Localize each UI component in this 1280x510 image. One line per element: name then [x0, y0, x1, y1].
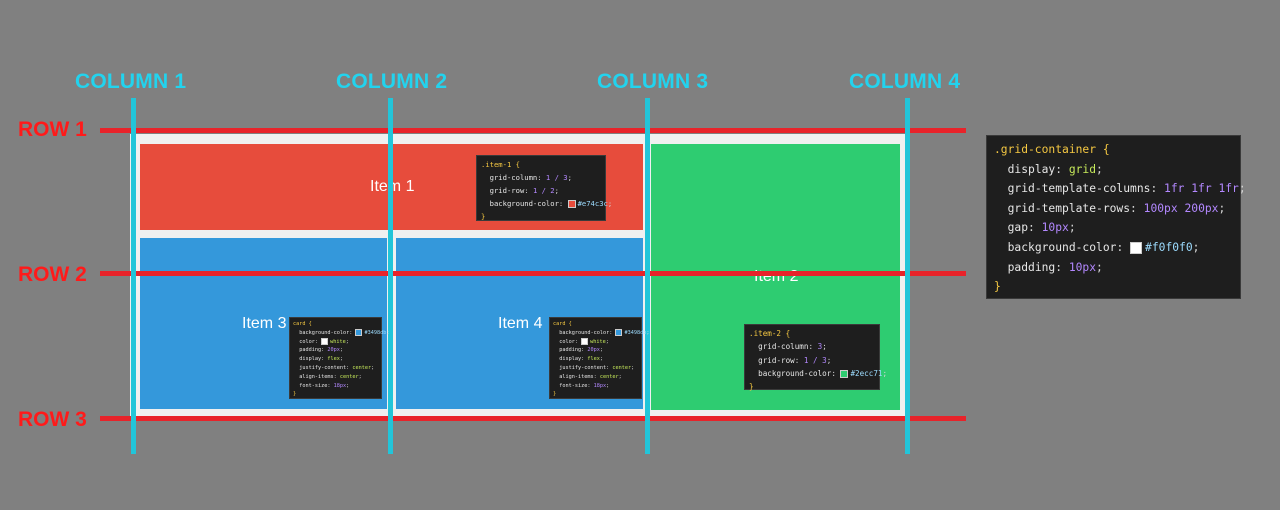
row-line-2: [100, 271, 966, 276]
item-4-label: Item 4: [498, 315, 543, 332]
item-3-card-code-panel: card { background-color: #3498db; color:…: [289, 317, 389, 399]
code-property: padding: [299, 347, 322, 354]
code-property: justify-content: [299, 364, 347, 371]
code-value: 10px: [1041, 221, 1069, 235]
column-line-4: [905, 98, 910, 454]
grid-container-code-panel: .grid-container { display: grid; grid-te…: [986, 135, 1246, 299]
code-value: flex: [587, 356, 600, 363]
code-value: 20px: [587, 347, 600, 354]
code-value: center: [352, 364, 372, 371]
code-value: center: [612, 364, 632, 371]
code-property: background-color: [758, 368, 832, 378]
code-property: color: [559, 338, 575, 345]
code-property: font-size: [559, 382, 588, 389]
code-close-brace: }: [481, 212, 486, 221]
code-selector: .item-2 {: [749, 329, 791, 338]
code-property: color: [299, 338, 315, 345]
code-property: background-color: [299, 329, 350, 336]
code-value: 10px: [1068, 260, 1097, 274]
code-value: center: [599, 373, 619, 380]
code-property: background-color: [559, 329, 610, 336]
code-value: #2ecc71: [850, 368, 883, 378]
row-line-3: [100, 416, 966, 421]
code-value: #f0f0f0: [1145, 240, 1193, 254]
column-line-3: [645, 98, 650, 454]
code-value: 18px: [333, 382, 347, 389]
item-1-code-panel: .item-1 { grid-column: 1 / 3; grid-row: …: [476, 155, 612, 221]
code-property: display: [559, 356, 582, 363]
row-label-1: ROW 1: [18, 118, 87, 141]
column-label-4: COLUMN 4: [849, 70, 961, 93]
code-value: 18px: [593, 382, 607, 389]
code-selector: .grid-container {: [994, 143, 1110, 156]
code-value: #e74c3c: [577, 199, 608, 208]
color-swatch: [840, 369, 849, 378]
code-value: 1 / 2: [532, 186, 555, 195]
code-value: 100px 200px: [1143, 201, 1219, 215]
code-property: grid-template-rows: [1007, 201, 1131, 215]
code-property: font-size: [299, 382, 328, 389]
code-value: white: [330, 338, 346, 345]
column-label-1: COLUMN 1: [75, 70, 187, 93]
code-property: grid-column: [489, 173, 538, 182]
row-label-3: ROW 3: [18, 408, 87, 431]
code-property: background-color: [1007, 240, 1117, 254]
code-property: grid-template-columns: [1007, 182, 1151, 196]
code-property: grid-column: [758, 342, 809, 352]
code-value: 3: [817, 342, 823, 352]
code-selector: card {: [553, 321, 572, 327]
code-value: grid: [1068, 162, 1097, 176]
code-close-brace: }: [994, 280, 1001, 294]
column-label-2: COLUMN 2: [336, 70, 448, 93]
column-label-3: COLUMN 3: [597, 70, 709, 93]
code-property: padding: [559, 347, 582, 354]
row-label-2: ROW 2: [18, 263, 87, 286]
code-property: gap: [1007, 221, 1029, 235]
code-property: padding: [1007, 260, 1056, 274]
color-swatch: [581, 337, 589, 345]
code-value: 1 / 3: [803, 355, 827, 365]
item-2-code-panel: .item-2 { grid-column: 3; grid-row: 1 / …: [744, 324, 887, 392]
code-property: justify-content: [559, 364, 607, 371]
color-swatch: [567, 200, 576, 208]
code-property: grid-row: [758, 355, 795, 365]
code-close-brace: }: [293, 391, 297, 398]
code-selector: card {: [293, 321, 312, 327]
code-close-brace: }: [553, 391, 557, 398]
code-value: 1 / 3: [545, 173, 568, 182]
code-property: background-color: [489, 199, 559, 208]
item-3-label: Item 3: [242, 315, 287, 332]
row-line-1: [100, 128, 966, 133]
color-swatch: [321, 337, 329, 345]
code-value: white: [590, 338, 606, 345]
code-close-brace: }: [749, 382, 754, 392]
code-value: #3498db: [364, 329, 387, 336]
code-value: 20px: [327, 347, 340, 354]
color-swatch: [1130, 241, 1143, 254]
code-property: grid-row: [489, 186, 525, 195]
code-value: flex: [327, 356, 340, 363]
code-property: align-items: [299, 373, 334, 380]
item-4-card-code-panel: card { background-color: #3498db; color:…: [549, 317, 649, 399]
code-selector: .item-1 {: [481, 160, 520, 169]
code-value: #3498db: [624, 329, 647, 336]
code-value: center: [339, 373, 359, 380]
column-line-1: [131, 98, 136, 454]
code-value: 1fr 1fr 1fr: [1164, 182, 1239, 196]
code-property: align-items: [559, 373, 594, 380]
code-property: display: [1007, 162, 1056, 176]
color-swatch: [615, 328, 623, 336]
column-line-2: [388, 98, 393, 454]
code-property: display: [299, 356, 322, 363]
color-swatch: [355, 328, 363, 336]
